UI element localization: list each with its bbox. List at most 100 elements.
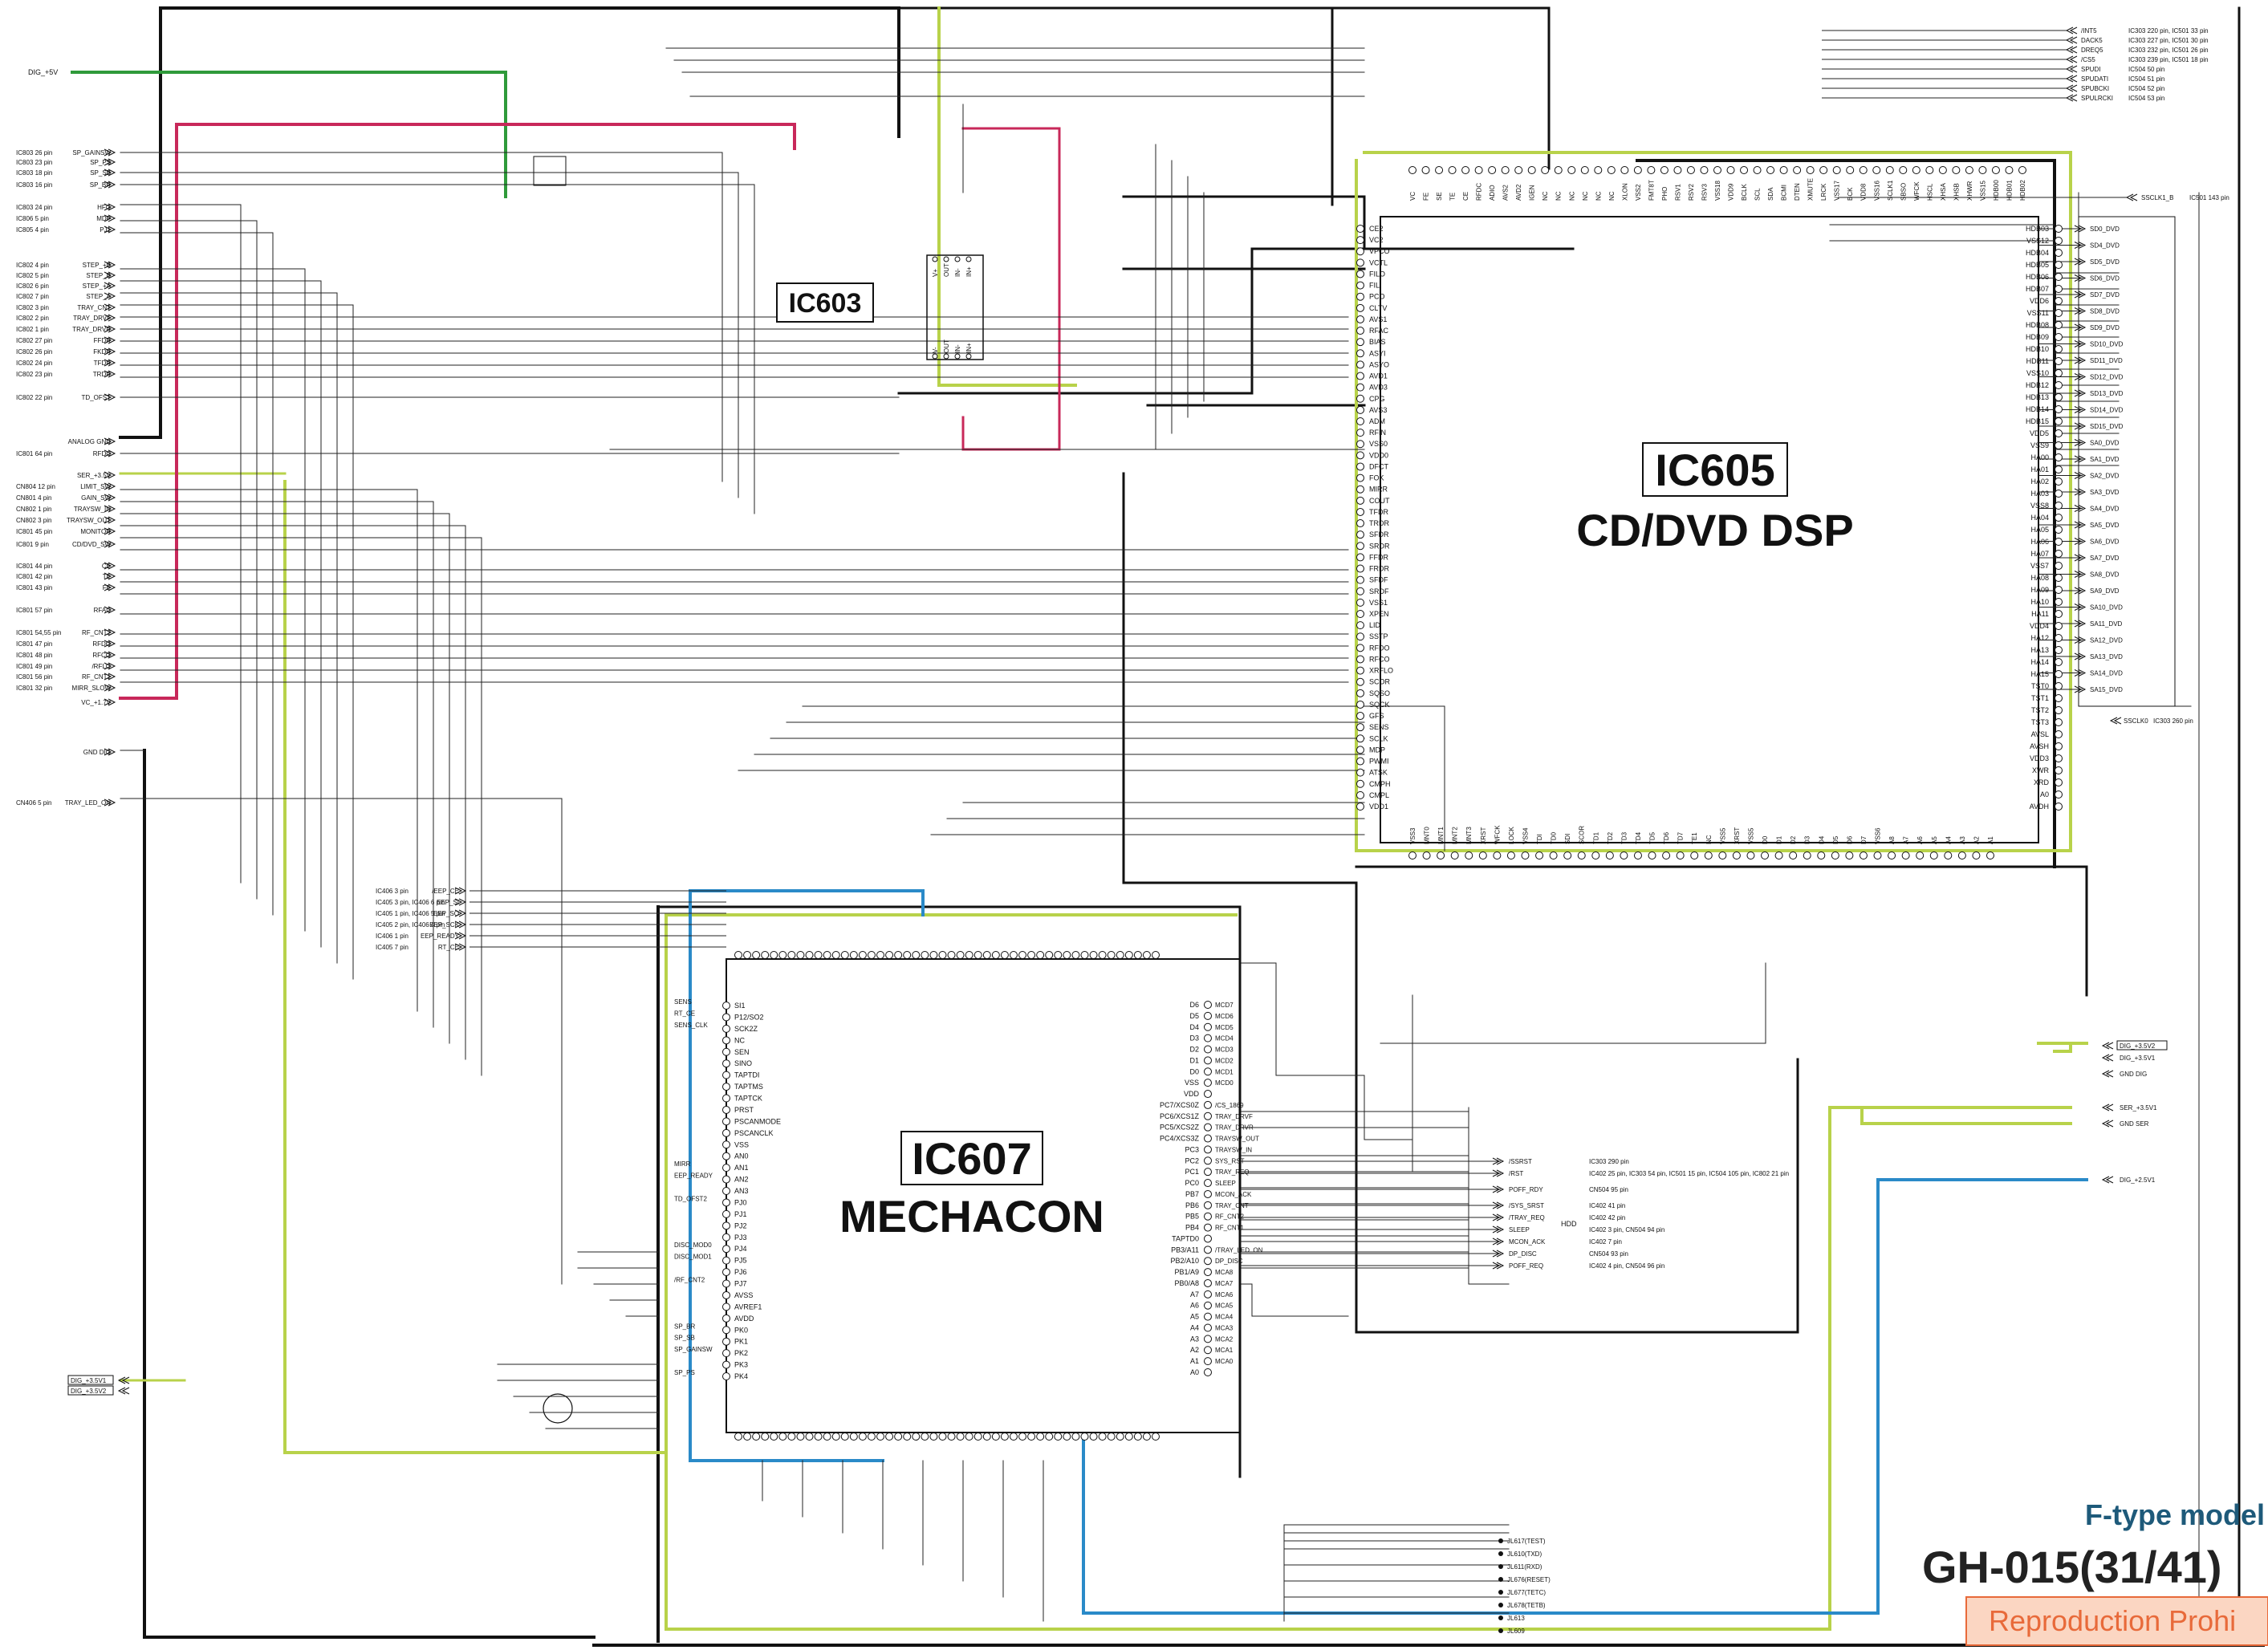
right-power-connector: DIG_+2.5V1 — [2101, 1176, 2156, 1184]
connector-arrow-icon — [454, 943, 467, 951]
bottom-jumper: JL678(TETB) — [1498, 1602, 1546, 1609]
right-bus-line: SA13_DVD — [2038, 652, 2123, 660]
ic605-pin-label: SQSO — [1369, 689, 1390, 697]
ic607-left-net: RT_CE — [674, 1010, 695, 1017]
bus-signal: SA12_DVD — [2090, 637, 2123, 644]
pin-pad — [2055, 453, 2063, 461]
pin-pad — [2055, 742, 2063, 750]
pin-pad — [1549, 851, 1558, 860]
bus-arrow-icon — [2074, 505, 2087, 512]
right-bus-line: SD10_DVD — [2038, 340, 2124, 348]
connector-signal: RT_CE — [438, 944, 459, 951]
connector-ref: IC802 2 pin — [16, 315, 49, 322]
pin-pad — [1774, 851, 1783, 860]
ic605-pin-label: TST2 — [2031, 706, 2049, 714]
pin-pad — [2055, 333, 2063, 341]
left-connector: GND DIG — [83, 748, 116, 756]
pin-pad — [1676, 851, 1685, 860]
ic605-pin-label: TD7 — [1677, 831, 1685, 844]
pin-pad — [1204, 1079, 1212, 1087]
pin-pad — [965, 256, 972, 262]
pin-pad — [1859, 166, 1868, 174]
pin-pad — [2055, 670, 2063, 678]
bottom-jumper: JL611(RXD) — [1498, 1563, 1542, 1571]
pin-pad — [1018, 1433, 1027, 1441]
pin-pad — [876, 951, 885, 959]
connector-arrow-icon — [2101, 1042, 2114, 1050]
ic605-pin-group: CE2VC2VPCOVCTLFILOFILIPCOCLTVAVS1RFACBIA… — [1356, 166, 2063, 860]
pin-pad — [1577, 851, 1586, 860]
pin-pad — [1356, 734, 1364, 743]
bus-signal: SD7_DVD — [2090, 291, 2120, 299]
pin-pad — [1356, 530, 1364, 539]
pin-pad — [1356, 723, 1364, 732]
ic605-pin-label: FE — [1423, 193, 1430, 201]
bus-signal: SA7_DVD — [2090, 555, 2120, 562]
pin-pad — [1204, 1145, 1212, 1154]
connector-ref: IC802 27 pin — [16, 337, 52, 344]
right-bus-line: SA10_DVD — [2038, 604, 2123, 612]
pin-pad — [2055, 718, 2063, 726]
connector-signal: PJ1 — [100, 226, 111, 234]
connector-arrow-icon — [104, 282, 116, 290]
pin-pad — [1912, 166, 1920, 174]
ic605-pin-label: AVSL — [2031, 730, 2049, 738]
ic605-pin-label: VSS6 — [1875, 827, 1882, 844]
ic605-pin-label: DFCT — [1369, 462, 1388, 470]
pin-pad — [1204, 1022, 1212, 1031]
ic605-pin-label: VDD9 — [1728, 183, 1735, 201]
pin-pad — [1356, 270, 1364, 278]
pin-pad — [858, 951, 867, 959]
ic607-right-net: MCA3 — [1215, 1324, 1234, 1331]
ic605-pin-label: SSTP — [1369, 632, 1388, 640]
pin-pad — [1009, 951, 1018, 959]
pin-pad — [1662, 851, 1671, 860]
ic605-pin-label: VSS4 — [1522, 827, 1529, 844]
bus-signal: SD8_DVD — [2090, 308, 2120, 315]
pin-pad — [1493, 851, 1502, 860]
ic605-pin-label: RFDO — [1369, 644, 1390, 652]
ic607-pin-label: PK4 — [734, 1372, 748, 1380]
pin-pad — [921, 951, 929, 959]
ic607-pin-label: TAPTCK — [734, 1095, 762, 1103]
ic607-pin-label: TAPTMS — [734, 1083, 763, 1091]
ic605-pin-label: TST3 — [2031, 718, 2049, 726]
connector-ref: IC801 42 pin — [16, 573, 52, 580]
ic605-pin-label: SCL — [1754, 188, 1762, 201]
pin-pad — [743, 951, 752, 959]
bus-signal: SD15_DVD — [2090, 423, 2124, 430]
pin-pad — [1204, 1223, 1212, 1232]
ic607-left-net: TD_OFST2 — [674, 1195, 707, 1202]
pin-pad — [1204, 1045, 1212, 1054]
connector-signal: SSCLK0 — [2124, 717, 2148, 725]
ic605-title-box — [1642, 442, 1788, 497]
connector-signal: VC_+1.7V — [81, 699, 111, 706]
ic603-pin-label: V+ — [932, 269, 939, 277]
connector-ref: IC803 16 pin — [16, 181, 52, 189]
connector-ref: IC501 143 pin — [2189, 194, 2229, 201]
ic605-pin-label: FILO — [1369, 270, 1385, 278]
ic607-pin-label: PK0 — [734, 1326, 748, 1334]
pin-pad — [2055, 610, 2063, 618]
pin-pad — [1356, 564, 1364, 573]
connector-arrow-icon — [1492, 1250, 1505, 1258]
pin-pad — [1633, 166, 1642, 174]
pin-pad — [2055, 285, 2063, 293]
connector-arrow-icon — [104, 347, 116, 356]
connector-arrow-icon — [104, 482, 116, 490]
ic607-right-net: MCA2 — [1215, 1335, 1234, 1343]
connector-ref: IC801 9 pin — [16, 541, 49, 548]
reproduction-notice-box — [1965, 1596, 2268, 1646]
connector-ref: IC802 6 pin — [16, 282, 49, 290]
pin-pad — [1000, 1433, 1009, 1441]
pin-pad — [722, 1175, 730, 1184]
ic605-pin-label: HDB10 — [2026, 345, 2049, 353]
ic603-pin-label: OUT — [943, 339, 950, 353]
pin-pad — [1204, 1034, 1212, 1042]
bus-arrow-icon — [2074, 389, 2087, 397]
